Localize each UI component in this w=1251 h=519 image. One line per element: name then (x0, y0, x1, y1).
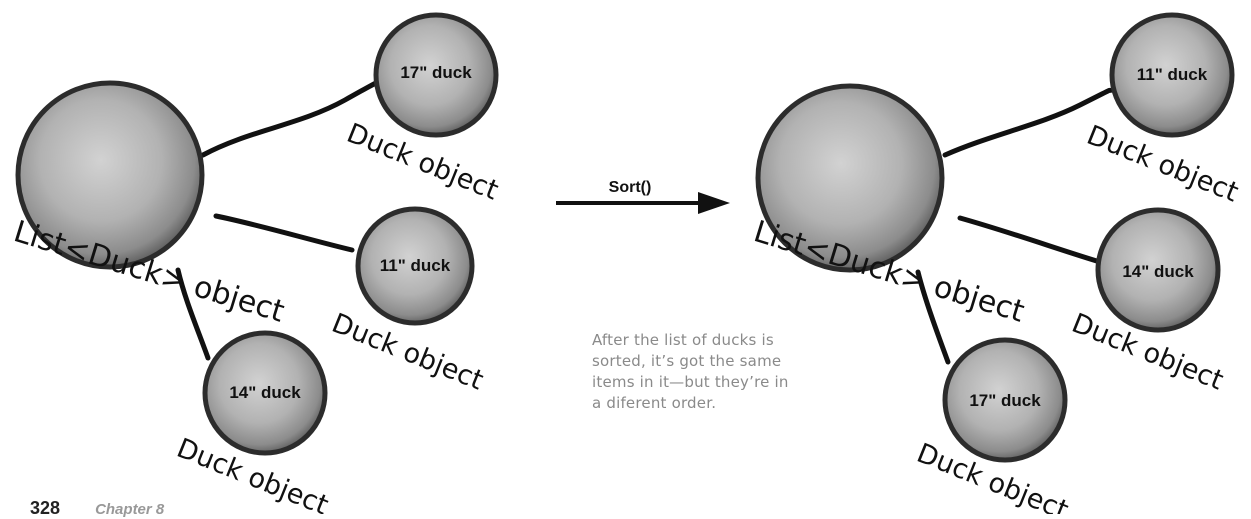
duck-object-ball (942, 337, 1068, 463)
page-footer: 328 Chapter 8 (30, 498, 164, 519)
reference-line (915, 269, 951, 365)
sort-arrow-label: Sort() (609, 179, 652, 196)
duck-object-ball (1095, 207, 1221, 333)
duck-size-label: 11" duck (1137, 65, 1208, 84)
chapter-label: Chapter 8 (95, 501, 165, 518)
reference-line (957, 215, 1103, 265)
sort-annotation: After the list of ducks is sorted, it’s … (592, 330, 847, 414)
list-object-ball (15, 80, 205, 270)
page-number: 328 (30, 498, 61, 518)
duck-object-ball (1109, 12, 1235, 138)
reference-line (213, 213, 355, 253)
reference-line (942, 87, 1115, 158)
annotation-line: After the list of ducks is (592, 331, 774, 349)
annotation-line: items in it—but they’re in (592, 373, 789, 391)
duck-object-ball (355, 206, 475, 326)
annotation-line: a diferent order. (592, 394, 717, 412)
duck-size-label: 17" duck (400, 63, 472, 82)
duck-size-label: 14" duck (229, 383, 301, 402)
duck-size-label: 11" duck (380, 256, 451, 275)
sort-arrowhead-icon (698, 192, 730, 214)
annotation-line: sorted, it’s got the same (592, 352, 782, 370)
reference-line (175, 267, 211, 361)
duck-object-ball (202, 330, 328, 456)
duck-size-label: 17" duck (969, 391, 1041, 410)
duck-object-ball (373, 12, 499, 138)
duck-size-label: 14" duck (1122, 262, 1194, 281)
list-object-ball (755, 83, 945, 273)
